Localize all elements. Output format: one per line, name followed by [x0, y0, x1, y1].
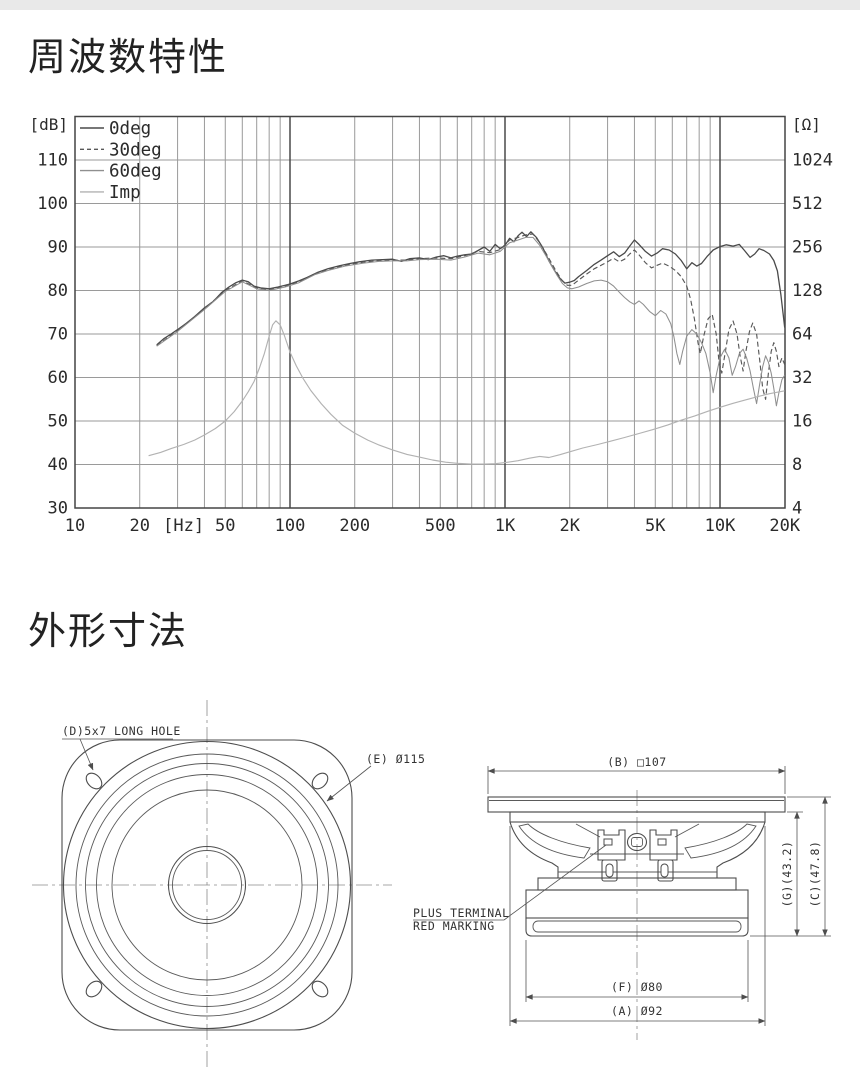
x-tick-label: 1K: [495, 516, 516, 536]
y-right-tick-label: 64: [792, 325, 812, 345]
y-right-tick-label: 8: [792, 455, 802, 475]
y-right-tick-label: 256: [792, 238, 823, 258]
surround-outer-circle: [85, 763, 329, 1007]
x-tick-label: 10K: [705, 516, 736, 536]
y-right-tick-label: 32: [792, 368, 812, 388]
y-left-tick-label: 60: [48, 368, 68, 388]
basket-strut-left: [575, 823, 601, 838]
height-c-dimension-label: (C)(47.8): [808, 841, 822, 908]
mounting-hole-top-left: [85, 772, 103, 790]
long-hole-leader-line: [79, 738, 94, 771]
y-left-tick-label: 50: [48, 412, 68, 432]
speaker-frame-outline: [61, 739, 353, 1031]
y-right-tick-label: 16: [792, 412, 812, 432]
frame-dimension-label: (A) Ø92: [611, 1004, 663, 1018]
plot-border: [74, 115, 786, 509]
x-tick-label: 2K: [559, 516, 580, 536]
y-left-tick-label: 110: [37, 151, 68, 171]
y-left-tick-label: 30: [48, 499, 68, 519]
y-left-tick-label: 80: [48, 281, 68, 301]
terminal-note-line2: RED MARKING: [413, 919, 495, 933]
y-left-unit-label: [dB]: [29, 115, 68, 134]
y-right-tick-label: 128: [792, 281, 823, 301]
frequency-section-title: 周波数特性: [28, 35, 229, 79]
mounting-hole-top-right: [311, 772, 329, 790]
front-view: (D)5x7 LONG HOLE (E) Ø115: [32, 700, 425, 1068]
terminal-hole-right: [657, 838, 667, 846]
y-left-tick-label: 40: [48, 455, 68, 475]
terminal-slot-left: [605, 863, 614, 878]
legend-label-30deg: 30deg: [109, 140, 162, 160]
y-right-tick-label: 512: [792, 194, 823, 214]
basket-right-outline: [716, 821, 766, 878]
legend-label-Imp: Imp: [109, 183, 141, 203]
frame-gasket-edge: [509, 811, 766, 823]
magnet-extension-lines: [525, 940, 749, 1002]
series-60deg: [156, 236, 786, 407]
y-left-tick-label: 90: [48, 238, 68, 258]
terminal-tab-right: [657, 859, 674, 882]
dimension-drawing: (D)5x7 LONG HOLE (E) Ø115: [32, 700, 831, 1068]
terminal-note-line1: PLUS TERMINAL: [413, 906, 510, 920]
magnet-bottom-plate: [525, 917, 749, 937]
top-divider-band: [0, 0, 860, 10]
center-vent-circle: [626, 832, 648, 852]
basket-strut-right: [674, 823, 700, 838]
height-g-dimension-label: (G)(43.2): [780, 841, 794, 908]
terminal-note-leader-line: [503, 844, 607, 921]
gasket-outer-circle: [62, 740, 352, 1030]
legend-label-60deg: 60deg: [109, 162, 162, 182]
long-hole-dimension-label: (D)5x7 LONG HOLE: [62, 724, 181, 738]
x-tick-label: 500: [425, 516, 456, 536]
series-Imp: [148, 320, 785, 465]
frame-extension-lines: [509, 826, 766, 1026]
basket-window-right: [684, 823, 757, 859]
outer-diameter-leader-line: [326, 765, 372, 802]
series-30deg: [156, 233, 786, 400]
x-tick-label: [Hz]: [163, 516, 204, 536]
x-tick-label: 10: [65, 516, 85, 536]
mounting-hole-bottom-left: [85, 980, 103, 998]
cone-edge-circle: [111, 789, 303, 981]
basket-window-left: [518, 823, 591, 859]
side-view: (B) □107 (G)(43.2) (C)(47.8) (F) Ø80 (A)…: [413, 755, 831, 1040]
x-tick-label: 20: [129, 516, 149, 536]
dimensions-section-title: 外形寸法: [28, 609, 189, 653]
x-tick-label: 5K: [645, 516, 666, 536]
terminal-tab-left: [601, 859, 618, 882]
legend-label-0deg: 0deg: [109, 119, 151, 139]
basket-left-outline: [509, 821, 559, 878]
y-right-tick-label: 1024: [792, 151, 833, 171]
x-tick-label: 200: [339, 516, 370, 536]
x-tick-label: 50: [215, 516, 235, 536]
surround-inner-circle: [96, 774, 318, 996]
terminal-slot-right: [660, 863, 669, 878]
dust-cap-outer-circle: [167, 845, 247, 925]
mounting-hole-bottom-right: [311, 980, 329, 998]
dust-cap-inner-circle: [172, 850, 242, 920]
gasket-inner-circle: [75, 753, 339, 1017]
terminal-hole-left: [603, 838, 613, 846]
frequency-response-chart: [dB] [Ω] 110 100 90 80 70 60 50 40 30 1024 512 256 128…: [29, 115, 833, 536]
y-right-tick-label: 4: [792, 499, 802, 519]
x-tick-label: 100: [275, 516, 306, 536]
width-dimension-label: (B) □107: [607, 755, 666, 769]
width-extension-lines: [487, 766, 786, 794]
outer-diameter-label: (E) Ø115: [366, 752, 425, 766]
magnet-dimension-label: (F) Ø80: [611, 980, 663, 994]
series-0deg: [156, 231, 786, 346]
y-right-unit-label: [Ω]: [792, 115, 821, 134]
center-vent-square: [631, 837, 643, 847]
x-tick-label: 20K: [769, 516, 800, 536]
mounting-flange: [487, 796, 786, 813]
y-left-tick-label: 70: [48, 325, 68, 345]
y-left-tick-label: 100: [37, 194, 68, 214]
magnet-bottom-inner-line: [532, 920, 742, 933]
